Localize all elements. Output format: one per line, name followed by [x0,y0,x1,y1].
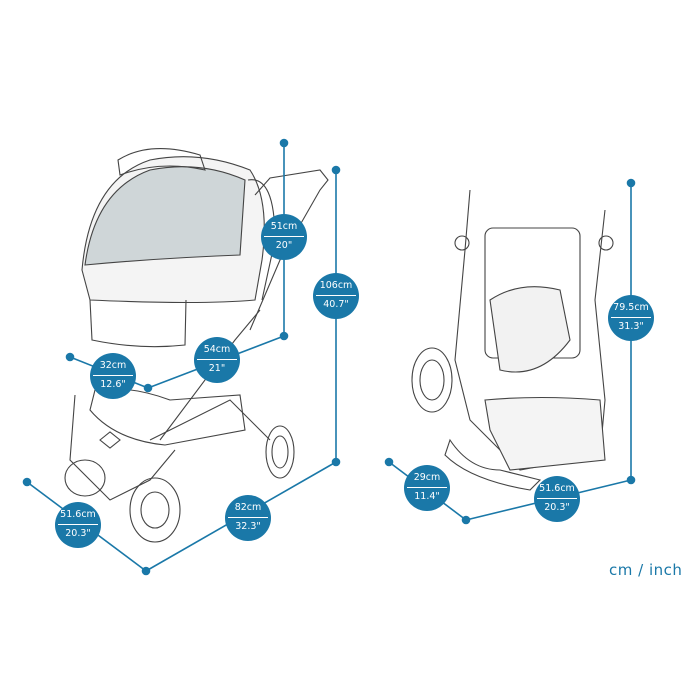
seat-height-badge: 54cm 21" [194,337,240,383]
folded-height-badge: 79.5cm 31.3" [608,295,654,341]
width-badge: 51.6cm 20.3" [55,502,101,548]
length-badge: 82cm 32.3" [225,495,271,541]
cm-value: 106cm [319,280,353,291]
cm-value: 51.6cm [60,509,96,520]
cm-value: 51cm [270,221,298,232]
folded-depth-badge: 29cm 11.4" [404,465,450,511]
inch-value: 11.4" [414,491,440,502]
inch-value: 20.3" [65,528,91,539]
cm-value: 54cm [203,344,231,355]
inch-value: 20" [275,240,293,251]
cm-value: 29cm [413,472,441,483]
handle-depth-badge: 51cm 20" [261,214,307,260]
cm-value: 82cm [234,502,262,513]
cm-value: 79.5cm [613,302,649,313]
inch-value: 20.3" [544,502,570,513]
inch-value: 21" [208,363,226,374]
cabin-width-badge: 32cm 12.6" [90,353,136,399]
cm-value: 32cm [99,360,127,371]
cm-value: 51.6cm [539,483,575,494]
unit-label: cm / inch [609,561,683,579]
folded-width-badge: 51.6cm 20.3" [534,476,580,522]
inch-value: 40.7" [323,299,349,310]
inch-value: 31.3" [618,321,644,332]
total-height-badge: 106cm 40.7" [313,273,359,319]
open-stroller-illustration [64,148,329,543]
inch-value: 12.6" [100,379,126,390]
inch-value: 32.3" [235,521,261,532]
folded-stroller-illustration [411,189,614,491]
